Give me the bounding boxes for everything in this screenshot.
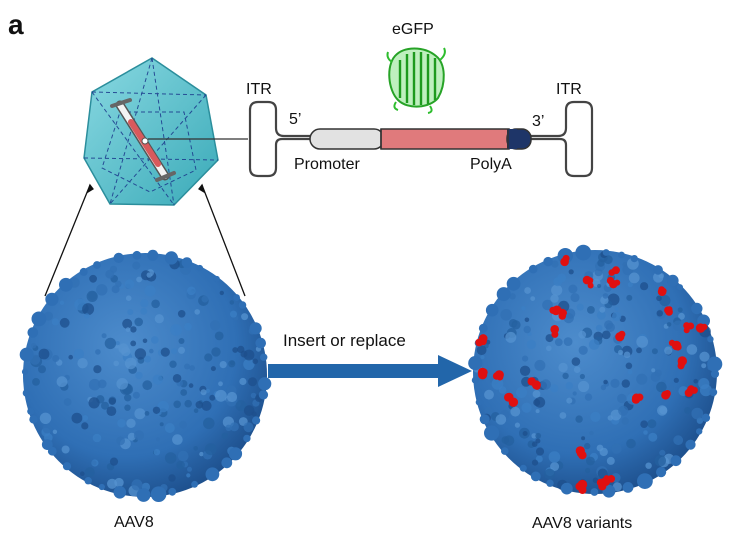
mutation-site: [492, 370, 504, 381]
mutation-site: [601, 475, 616, 487]
mutation-site: [695, 323, 708, 333]
itr-right-label: ITR: [556, 81, 582, 98]
mutation-site: [606, 276, 621, 289]
five-prime-label: 5’: [289, 111, 301, 128]
mutation-site: [664, 306, 673, 316]
itr-left-label: ITR: [246, 81, 272, 98]
polya-label: PolyA: [470, 156, 512, 173]
mutation-site: [504, 392, 519, 407]
aav8-label: AAV8: [114, 514, 154, 531]
mutation-site: [477, 367, 488, 380]
itr-right-hairpin: [528, 100, 594, 178]
promoter-label: Promoter: [294, 156, 360, 173]
genome-construct: [248, 100, 594, 178]
mutation-site: [582, 275, 594, 289]
three-prime-label: 3’: [532, 113, 544, 130]
arrow-label: Insert or replace: [283, 331, 406, 350]
itr-left-hairpin: [248, 100, 312, 178]
mutation-site: [683, 322, 695, 334]
egfp-protein-icon: [386, 47, 446, 114]
zoom-lines: [44, 183, 246, 297]
panel-label: a: [8, 9, 24, 40]
mutation-site: [549, 305, 562, 316]
mutation-site: [558, 308, 567, 320]
gene-segment: [380, 128, 510, 150]
mutation-site: [550, 325, 559, 338]
mutation-site: [657, 286, 667, 297]
mutation-site: [608, 266, 620, 276]
mutation-site: [527, 377, 541, 390]
mutation-site: [575, 446, 587, 460]
mutation-site: [677, 356, 687, 370]
aav8-capsid: [19, 249, 272, 503]
aav8-variant-capsid: [468, 244, 723, 498]
insert-replace-arrow: [268, 355, 472, 387]
aav8-variants-label: AAV8 variants: [532, 515, 632, 532]
mutation-site: [684, 385, 698, 397]
mutation-site: [560, 254, 570, 267]
promoter-segment: [309, 128, 385, 150]
egfp-label: eGFP: [392, 21, 434, 38]
mutation-site: [661, 390, 671, 400]
mutation-site: [475, 334, 488, 347]
mutation-site: [615, 330, 626, 342]
mutation-site: [575, 479, 588, 494]
icosahedron-capsid-icon: [83, 57, 219, 206]
mutation-site: [631, 393, 644, 404]
mutation-site: [668, 339, 682, 351]
